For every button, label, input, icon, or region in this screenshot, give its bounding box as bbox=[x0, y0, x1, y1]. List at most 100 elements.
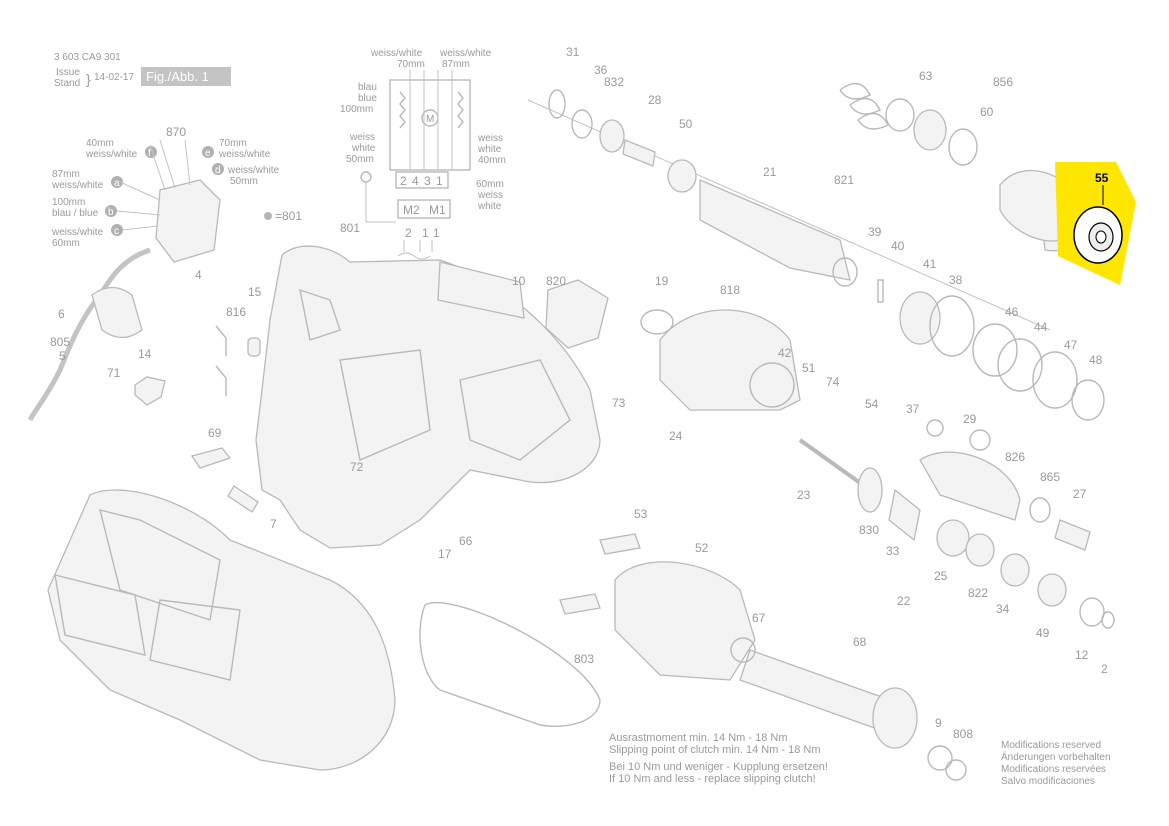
housing-801 bbox=[255, 245, 601, 549]
part-number-label: 830 bbox=[859, 523, 879, 537]
clutch-note-2: Slipping point of clutch min. 14 Nm - 18… bbox=[609, 744, 821, 756]
bearing-34 bbox=[1079, 597, 1105, 627]
clutch-note: Ausrastmoment min. 14 Nm - 18 Nm Slippin… bbox=[609, 732, 828, 785]
part-number-label: 37 bbox=[906, 402, 920, 416]
part-number-label: 21 bbox=[763, 165, 777, 179]
part-number-label: 2 bbox=[1101, 662, 1108, 676]
part-number-label: 865 bbox=[1040, 470, 1060, 484]
housing-cavities bbox=[299, 288, 571, 461]
letter-a: a bbox=[114, 178, 120, 189]
terminal-digit-2: 4 bbox=[412, 174, 419, 188]
wire-white-left-2: white bbox=[351, 143, 376, 154]
part-number-label: 19 bbox=[655, 274, 669, 288]
bearing-33a bbox=[965, 533, 995, 567]
part-number-label: 53 bbox=[634, 507, 648, 521]
part-number-label: 14 bbox=[138, 347, 152, 361]
part-number-label: 832 bbox=[604, 75, 624, 89]
ring-36 bbox=[571, 109, 593, 139]
side-panel-9 bbox=[54, 574, 146, 656]
part-number-label: 24 bbox=[669, 429, 683, 443]
modifications-note-1: Modifications reserved bbox=[1001, 740, 1101, 751]
part-number-label: 34 bbox=[996, 602, 1010, 616]
part-number-label: 818 bbox=[720, 283, 740, 297]
crank-23 bbox=[888, 488, 921, 542]
stand-label: Stand bbox=[54, 78, 80, 89]
part-number-label: 67 bbox=[752, 611, 766, 625]
brush-holders-12 bbox=[559, 533, 641, 615]
letter-c: c bbox=[114, 226, 119, 237]
header-block: 3 603 CA9 301 Issue Stand } 14-02-17 Fig… bbox=[54, 52, 231, 89]
switch-body bbox=[155, 179, 221, 263]
ring-42 bbox=[749, 362, 795, 408]
part-number-label: 25 bbox=[934, 569, 948, 583]
part-number-label: 71 bbox=[107, 366, 121, 380]
part-number-label: 51 bbox=[802, 361, 816, 375]
cap-15 bbox=[247, 337, 261, 357]
wire-top-left-1: weiss/white bbox=[370, 48, 423, 59]
spring-stack bbox=[839, 82, 889, 130]
wire-lines bbox=[409, 70, 453, 170]
gear-38 bbox=[929, 295, 975, 357]
part-number-label: 820 bbox=[546, 274, 566, 288]
gear-housing-818 bbox=[659, 309, 801, 411]
spindle-row bbox=[527, 82, 1105, 421]
washer-63 bbox=[885, 98, 915, 132]
seal-50 bbox=[667, 159, 697, 193]
ring-48 bbox=[1071, 379, 1105, 421]
figure-badge: Fig./Abb. 1 bbox=[146, 69, 209, 84]
bush-29 bbox=[969, 429, 991, 451]
part-number-label: 15 bbox=[248, 285, 262, 299]
part-number-label: 74 bbox=[826, 375, 840, 389]
part-number-label: 40 bbox=[891, 239, 905, 253]
part-number-label: 68 bbox=[853, 635, 867, 649]
wire-white-right-1: weiss bbox=[477, 133, 503, 144]
part-number-label: 23 bbox=[797, 488, 811, 502]
bearing-820 bbox=[545, 279, 609, 349]
terminal-block bbox=[395, 171, 449, 189]
highlight-number: 55 bbox=[1095, 171, 1109, 185]
part-number-label: 72 bbox=[350, 460, 364, 474]
wire-top-left-2: 70mm bbox=[397, 59, 425, 70]
brush-holders-816 bbox=[215, 325, 227, 396]
vent-area bbox=[149, 599, 241, 681]
washer-68 bbox=[945, 759, 967, 781]
wire-white-left-3: 50mm bbox=[346, 154, 374, 165]
wire-white-right-3: 40mm bbox=[478, 155, 506, 166]
housing-outline bbox=[255, 245, 601, 549]
issue-label: Issue bbox=[56, 67, 80, 78]
mains-symbol bbox=[397, 240, 433, 260]
highlight-55[interactable]: 55 bbox=[1055, 162, 1136, 285]
terminal-digit-1: 2 bbox=[400, 174, 407, 188]
w70-2: weiss/white bbox=[218, 149, 271, 160]
highlighted-part-55-bore bbox=[1095, 230, 1107, 244]
part-number-label: 870 bbox=[166, 125, 186, 139]
washer-37 bbox=[926, 419, 944, 437]
m1-label: M1 bbox=[429, 203, 446, 217]
circlip-31 bbox=[548, 89, 566, 119]
part-number-label: 66 bbox=[459, 534, 473, 548]
w50-2: 50mm bbox=[230, 176, 258, 187]
part-number-label: 9 bbox=[935, 716, 942, 730]
issue-date: 14-02-17 bbox=[94, 72, 134, 83]
wire-white-right2-3: white bbox=[477, 201, 502, 212]
part-number-label: 42 bbox=[778, 346, 792, 360]
bearing-33b bbox=[1000, 553, 1030, 587]
letter-b: b bbox=[108, 207, 114, 218]
o-ring-19 bbox=[640, 309, 674, 335]
wire-blue-1: blau bbox=[358, 82, 377, 93]
letter-badge-e bbox=[202, 146, 214, 158]
part-number-label: 821 bbox=[834, 173, 854, 187]
sleeve-28 bbox=[622, 139, 656, 167]
part-number-label: 69 bbox=[208, 426, 222, 440]
gear-22 bbox=[1037, 573, 1067, 607]
modifications-note-2: Änderungen vorbehalten bbox=[1001, 751, 1111, 763]
part-number-label: 22 bbox=[897, 594, 911, 608]
bottom-digit-2: 1 bbox=[422, 226, 429, 240]
wire-white-right2-2: weiss bbox=[477, 190, 503, 201]
modifications-note: Modifications reserved Änderungen vorbeh… bbox=[1001, 740, 1111, 787]
brush-spring-69 bbox=[190, 447, 232, 469]
part-number-label: 826 bbox=[1005, 450, 1025, 464]
part-number-label: 803 bbox=[574, 652, 594, 666]
w87-2: weiss/white bbox=[51, 180, 104, 191]
motor-symbol: M bbox=[426, 114, 434, 125]
